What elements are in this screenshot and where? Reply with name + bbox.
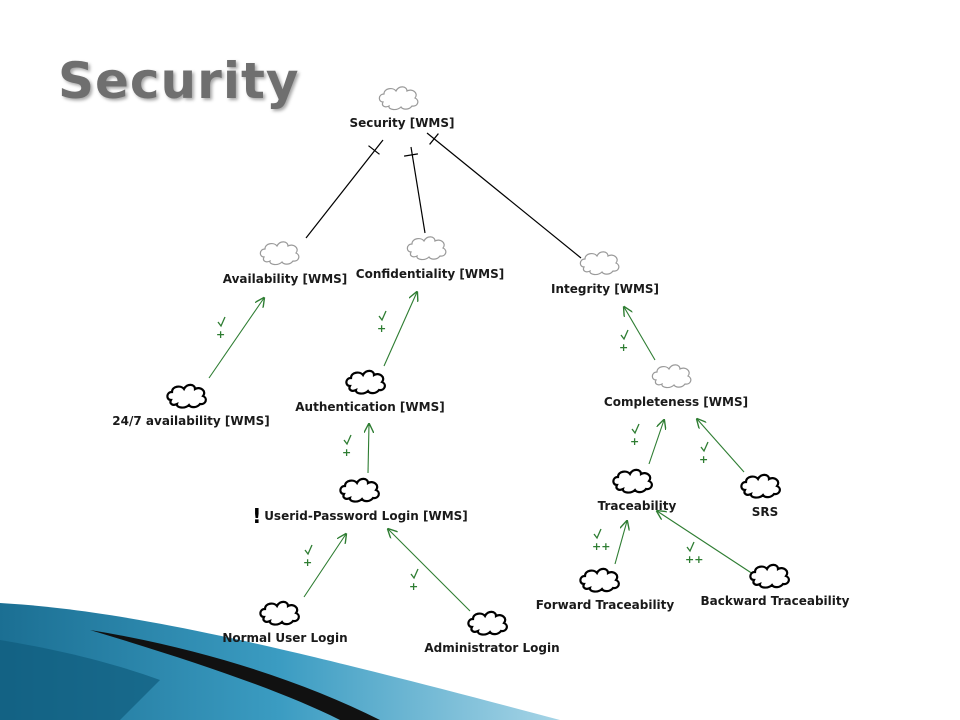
- links-layer: ++++++++++++: [208, 132, 754, 612]
- softgoal-label: Traceability: [598, 499, 677, 513]
- contribution-label: ++: [592, 540, 610, 553]
- softgoal-cloud-icon: [406, 236, 447, 261]
- softgoal-label: Administrator Login: [424, 641, 559, 655]
- softgoal-label: Integrity [WMS]: [551, 282, 659, 296]
- contribution-label: ++: [685, 553, 703, 566]
- contribution-link-srs: +: [697, 419, 745, 473]
- contribution-line: [624, 307, 656, 361]
- satisficed-check-icon: [700, 441, 709, 453]
- softgoal-label: SRS: [752, 505, 779, 519]
- softgoal-label: Availability [WMS]: [223, 272, 348, 286]
- satisficed-check-icon: [593, 528, 602, 540]
- softgoal-avail247: 24/7 availability [WMS]: [112, 383, 270, 428]
- softgoal-label: Forward Traceability: [536, 598, 675, 612]
- softgoal-cloud-icon: [651, 364, 692, 389]
- decomposition-tick: [403, 153, 419, 157]
- softgoal-userid: Userid-Password Login [WMS]!: [252, 477, 468, 528]
- satisficed-check-icon: [217, 316, 226, 328]
- satisficed-check-icon: [620, 329, 629, 341]
- softgoal-label: Normal User Login: [222, 631, 347, 645]
- decomposition-line: [410, 146, 426, 234]
- softgoal-cloud-icon: [467, 610, 508, 636]
- softgoal-admin: Administrator Login: [424, 610, 560, 655]
- decomposition-link-integrity: [426, 132, 582, 259]
- contribution-line: [303, 534, 346, 598]
- decomposition-line: [305, 139, 384, 239]
- contribution-line: [614, 521, 627, 565]
- contribution-line: [368, 424, 369, 474]
- softgoal-cloud-icon: [740, 473, 781, 499]
- softgoal-cloud-icon: [345, 369, 386, 395]
- satisficed-check-icon: [343, 434, 352, 446]
- softgoal-cloud-icon: [259, 241, 300, 266]
- softgoal-forward: Forward Traceability: [536, 567, 675, 612]
- satisficed-check-icon: [304, 544, 313, 556]
- warning-exclamation-icon: !: [252, 504, 261, 528]
- softgoal-cloud-icon: [339, 477, 380, 503]
- softgoal-cloud-icon: [259, 600, 300, 626]
- decomposition-link-availability: [305, 139, 384, 239]
- softgoal-availability: Availability [WMS]: [223, 241, 348, 286]
- softgoal-normaluser: Normal User Login: [222, 600, 348, 645]
- softgoal-cloud-icon: [378, 86, 419, 111]
- softgoal-authentication: Authentication [WMS]: [295, 369, 445, 414]
- contribution-line: [697, 419, 745, 473]
- softgoal-completeness: Completeness [WMS]: [604, 364, 748, 409]
- satisficed-check-icon: [410, 568, 419, 580]
- decomposition-link-confidentiality: [403, 146, 426, 234]
- softgoal-confidentiality: Confidentiality [WMS]: [356, 236, 504, 281]
- contribution-label: +: [619, 341, 628, 354]
- contribution-link-authentication: +: [377, 292, 417, 367]
- contribution-label: +: [303, 556, 312, 569]
- contribution-line: [388, 529, 471, 612]
- softgoal-label: Completeness [WMS]: [604, 395, 748, 409]
- softgoal-label: 24/7 availability [WMS]: [112, 414, 269, 428]
- contribution-link-forward: ++: [592, 521, 627, 565]
- contribution-line: [648, 420, 664, 465]
- softgoal-cloud-icon: [579, 567, 620, 593]
- contribution-link-avail247: +: [208, 298, 264, 379]
- nodes-layer: Security [WMS] Availability [WMS] Confiden…: [112, 86, 850, 655]
- softgoal-cloud-icon: [612, 468, 653, 494]
- softgoal-cloud-icon: [166, 383, 207, 409]
- contribution-link-traceability: +: [630, 420, 664, 465]
- contribution-link-userid: +: [342, 424, 369, 474]
- satisficed-check-icon: [686, 541, 695, 553]
- softgoal-integrity: Integrity [WMS]: [551, 251, 659, 296]
- softgoal-backward: Backward Traceability: [701, 563, 850, 608]
- slide-title: Security: [58, 52, 300, 110]
- contribution-line: [657, 511, 754, 575]
- decomposition-tick: [429, 133, 439, 145]
- satisficed-check-icon: [378, 310, 387, 322]
- contribution-link-completeness: +: [619, 307, 656, 361]
- contribution-label: +: [699, 453, 708, 466]
- contribution-label: +: [216, 328, 225, 341]
- softgoal-traceability: Traceability: [598, 468, 677, 513]
- softgoal-security: Security [WMS]: [350, 86, 455, 130]
- satisficed-check-icon: [631, 423, 640, 435]
- contribution-label: +: [342, 446, 351, 459]
- softgoal-label: Confidentiality [WMS]: [356, 267, 504, 281]
- softgoal-label: Security [WMS]: [350, 116, 455, 130]
- decomposition-tick: [368, 145, 380, 155]
- softgoal-label: Userid-Password Login [WMS]: [264, 509, 468, 523]
- decorative-swoosh: [0, 603, 560, 720]
- contribution-label: +: [630, 435, 639, 448]
- softgoal-label: Backward Traceability: [701, 594, 850, 608]
- contribution-link-backward: ++: [657, 511, 754, 575]
- softgoal-cloud-icon: [749, 563, 790, 589]
- contribution-line: [208, 298, 264, 379]
- contribution-link-normaluser: +: [303, 534, 346, 598]
- contribution-label: +: [377, 322, 386, 335]
- softgoal-cloud-icon: [579, 251, 620, 276]
- contribution-label: +: [409, 580, 418, 593]
- softgoal-srs: SRS: [740, 473, 781, 519]
- decomposition-line: [426, 132, 582, 259]
- softgoal-label: Authentication [WMS]: [295, 400, 444, 414]
- contribution-link-admin: +: [388, 529, 471, 612]
- contribution-line: [383, 292, 417, 367]
